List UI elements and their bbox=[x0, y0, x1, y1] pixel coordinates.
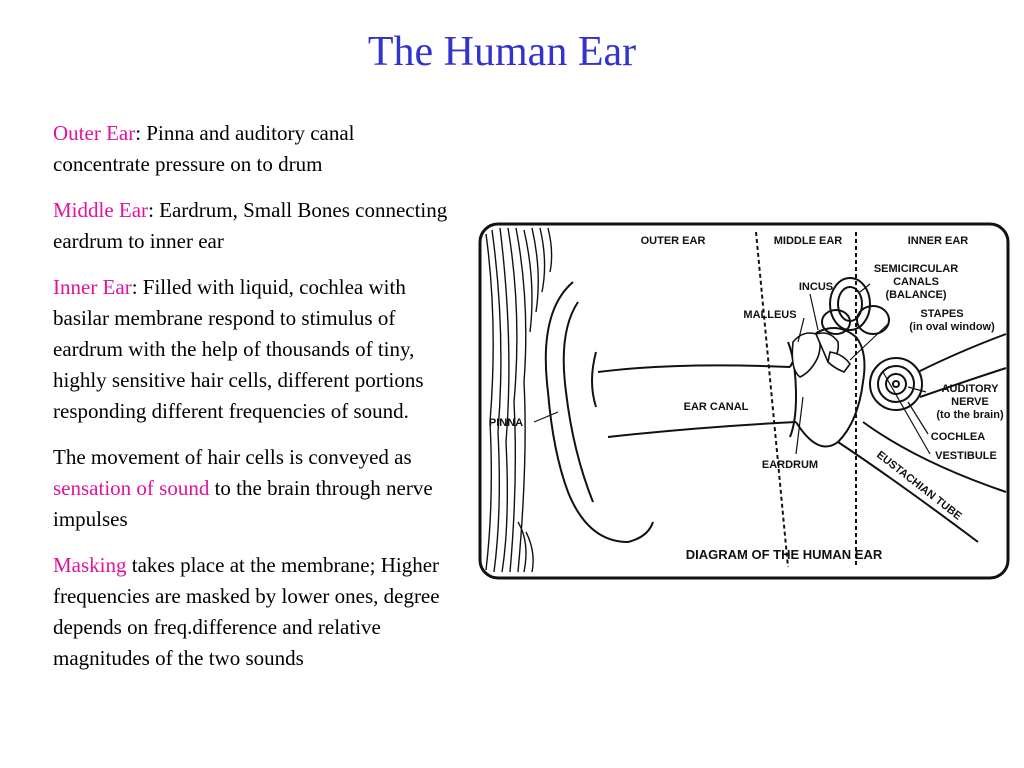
paragraph-text: : Filled with liquid, cochlea with basil… bbox=[53, 275, 424, 423]
label-middle-ear: MIDDLE EAR bbox=[774, 235, 843, 247]
paragraph-text: The movement of hair cells is conveyed a… bbox=[53, 445, 412, 469]
paragraph-text: to the brain through nerve impulses bbox=[53, 476, 433, 531]
paragraph-text: takes place at the membrane; Higher freq… bbox=[53, 553, 440, 670]
label-pinna: PINNA bbox=[489, 417, 523, 429]
paragraph-text: : Pinna and auditory canal concentrate p… bbox=[53, 121, 355, 176]
label-stapes: STAPES bbox=[920, 308, 963, 320]
label-eardrum: EARDRUM bbox=[762, 459, 818, 471]
term-middle-ear: Middle Ear bbox=[53, 198, 149, 222]
slide-title: The Human Ear bbox=[367, 29, 637, 75]
label-incus: INCUS bbox=[799, 281, 833, 293]
paragraph-text: : Eardrum, Small Bones connecting eardru… bbox=[53, 198, 448, 253]
label-canals: CANALS bbox=[893, 276, 939, 288]
label-cochlea: COCHLEA bbox=[931, 431, 985, 443]
paragraph-sensation: The movement of hair cells is conveyed a… bbox=[53, 442, 455, 535]
label-auditory: AUDITORY bbox=[942, 383, 1000, 395]
label-ear-canal: EAR CANAL bbox=[684, 401, 749, 413]
diagram-caption: DIAGRAM OF THE HUMAN EAR bbox=[686, 547, 883, 562]
paragraph-inner-ear: Inner Ear: Filled with liquid, cochlea w… bbox=[53, 272, 455, 427]
paragraph-middle-ear: Middle Ear: Eardrum, Small Bones connect… bbox=[53, 195, 455, 257]
diagram-frame bbox=[478, 222, 1010, 580]
label-balance: (BALANCE) bbox=[885, 289, 946, 301]
pinna-drawing bbox=[544, 281, 654, 544]
label-semicircular: SEMICIRCULAR bbox=[874, 263, 958, 275]
label-nerve: NERVE bbox=[951, 396, 989, 408]
auditory-nerve-drawing bbox=[917, 333, 1007, 398]
text-column: Outer Ear: Pinna and auditory canal conc… bbox=[53, 118, 455, 689]
term-inner-ear: Inner Ear bbox=[53, 275, 132, 299]
ear-canal-drawing bbox=[597, 364, 797, 438]
paragraph-masking: Masking takes place at the membrane; Hig… bbox=[53, 550, 455, 674]
term-outer-ear: Outer Ear bbox=[53, 121, 136, 145]
term-sensation-of-sound: sensation of sound bbox=[53, 476, 210, 500]
ossicles-drawing bbox=[791, 332, 851, 378]
term-masking: Masking bbox=[53, 553, 127, 577]
label-oval-window: (in oval window) bbox=[909, 321, 995, 333]
hair-drawing bbox=[485, 227, 553, 573]
ear-diagram: OUTER EAR MIDDLE EAR INNER EAR SEMICIRCU… bbox=[478, 222, 1010, 580]
semicircular-canals-drawing bbox=[821, 277, 890, 335]
label-malleus: MALLEUS bbox=[743, 309, 796, 321]
division-lines bbox=[755, 231, 857, 568]
label-outer-ear: OUTER EAR bbox=[641, 235, 706, 247]
paragraph-outer-ear: Outer Ear: Pinna and auditory canal conc… bbox=[53, 118, 455, 180]
eustachian-tube-drawing bbox=[837, 421, 1007, 543]
label-inner-ear: INNER EAR bbox=[908, 235, 969, 247]
label-to-brain: (to the brain) bbox=[936, 409, 1004, 421]
pointer-lines bbox=[533, 283, 931, 455]
label-vestibule: VESTIBULE bbox=[935, 450, 997, 462]
